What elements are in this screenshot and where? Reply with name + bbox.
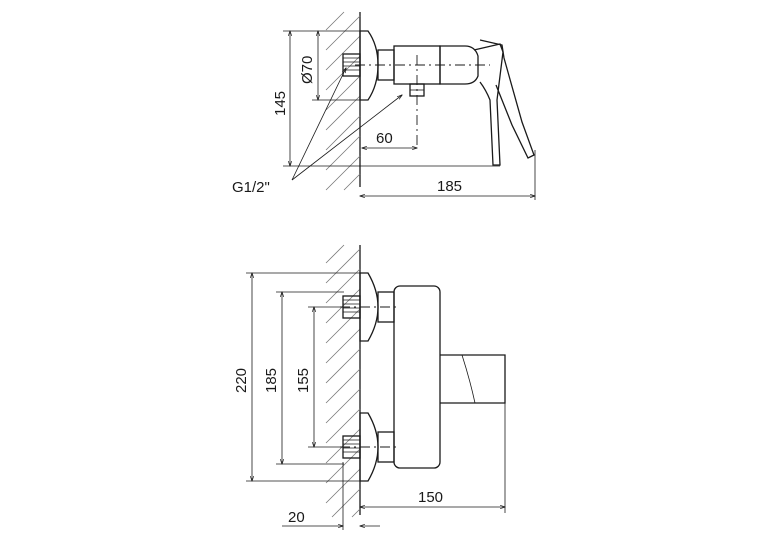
dim-inner: 155 bbox=[295, 307, 344, 447]
dim-diameter: Ø70 bbox=[299, 31, 360, 100]
mixer-cap-top bbox=[439, 45, 479, 85]
dim-height-top: 145 bbox=[272, 31, 500, 166]
top-view: Ø70 145 60 185 G1/2" bbox=[232, 11, 535, 200]
mixer-body-front bbox=[393, 285, 441, 469]
thread-label: G1/2" bbox=[232, 179, 270, 196]
wall-hatch-top bbox=[325, 11, 361, 191]
front-view: 220 185 155 150 20 bbox=[233, 244, 506, 530]
dim-depth-front: 150 bbox=[360, 403, 505, 513]
dim-outlet-offset: 60 bbox=[362, 130, 417, 148]
dim-depth-front-label: 150 bbox=[418, 489, 443, 506]
dim-outlet-offset-label: 60 bbox=[376, 130, 393, 147]
dim-total-height: 220 bbox=[233, 273, 368, 481]
dim-height-label: 145 bbox=[272, 91, 289, 116]
dim-total-height-label: 220 bbox=[233, 368, 250, 393]
dim-outer: 185 bbox=[263, 292, 344, 464]
dim-outer-label: 185 bbox=[263, 368, 280, 393]
thread-callout: G1/2" bbox=[232, 68, 402, 196]
dim-depth-top: 185 bbox=[360, 150, 535, 200]
dim-diameter-label: Ø70 bbox=[299, 56, 316, 84]
lever-handle-top bbox=[473, 43, 504, 166]
escutcheon-top bbox=[359, 30, 379, 101]
handle-front bbox=[440, 354, 506, 404]
dim-inner-label: 155 bbox=[295, 368, 312, 393]
dim-wall: 20 bbox=[282, 462, 380, 530]
lever-handle-outline bbox=[479, 39, 535, 159]
dim-wall-label: 20 bbox=[288, 509, 305, 526]
dim-depth-label: 185 bbox=[437, 178, 462, 195]
